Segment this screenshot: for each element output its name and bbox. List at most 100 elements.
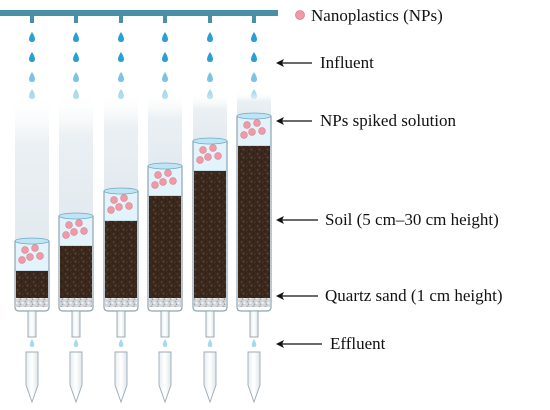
column-outlet	[71, 310, 81, 338]
quartz-sand-label: Quartz sand (1 cm height)	[325, 286, 503, 305]
influent-drop	[118, 32, 124, 42]
nanoplastic-particle	[169, 177, 177, 185]
solution-surface	[192, 137, 228, 145]
influent-drop	[207, 52, 213, 62]
column-glass	[15, 92, 49, 243]
collection-tube	[25, 351, 39, 404]
effluent-drop	[251, 339, 257, 347]
soil-layer	[194, 171, 226, 298]
column-glass	[148, 92, 182, 168]
soil-layer	[238, 146, 270, 298]
influent-drop	[162, 32, 168, 42]
collection-tube	[203, 351, 217, 404]
soil-columns	[14, 92, 272, 404]
influent-drop	[162, 52, 168, 62]
column-outlet	[116, 310, 126, 338]
influent-pipe	[0, 10, 278, 99]
soil-arrow	[276, 216, 318, 224]
influent-drop	[118, 52, 124, 62]
spiked-solution-label: NPs spiked solution	[320, 111, 457, 130]
quartz-sand-layer	[194, 298, 226, 307]
effluent-drop	[162, 339, 168, 347]
pipe-nozzle	[208, 15, 212, 23]
influent-arrow	[276, 59, 312, 67]
influent-drop	[73, 72, 79, 82]
collection-tube	[114, 351, 128, 404]
nanoplastic-particle	[21, 246, 29, 254]
effluent-arrow	[276, 340, 322, 348]
pipe-nozzle	[163, 15, 167, 23]
column-outlet	[27, 310, 37, 338]
pipe-nozzle	[252, 15, 256, 23]
soil-column	[14, 92, 50, 404]
soil-column	[147, 92, 183, 404]
nanoplastic-particle	[258, 127, 266, 135]
nanoplastic-particle	[75, 219, 83, 227]
influent-drop	[29, 52, 35, 62]
influent-drop	[207, 32, 213, 42]
nanoplastic-particle	[62, 231, 70, 239]
influent-drop	[118, 72, 124, 82]
nanoplastic-particle	[196, 156, 204, 164]
nanoplastic-particle	[199, 146, 207, 154]
soil-column	[103, 92, 139, 404]
influent-drop	[73, 52, 79, 62]
nanoplastic-particle	[31, 244, 39, 252]
soil-layer	[105, 221, 137, 298]
quartz-sand-layer	[105, 298, 137, 307]
column-glass	[104, 92, 138, 193]
nanoplastic-particle	[110, 196, 118, 204]
pipe-nozzle	[30, 15, 34, 23]
influent-drop	[251, 52, 257, 62]
nanoplastic-particle	[80, 227, 88, 235]
influent-drop	[73, 32, 79, 42]
collection-tube	[69, 351, 83, 404]
nanoplastic-particle	[214, 152, 222, 160]
effluent-drop	[207, 339, 213, 347]
solution-surface	[103, 187, 139, 195]
solution-surface	[58, 212, 94, 220]
nanoplastic-particle	[115, 203, 123, 211]
column-outlet	[249, 310, 259, 338]
soil-layer	[149, 196, 181, 298]
column-glass	[59, 92, 93, 218]
pipe-nozzle	[119, 15, 123, 23]
pipe-bar	[0, 10, 278, 16]
label-arrows	[276, 59, 322, 348]
nanoplastic-particle	[209, 144, 217, 152]
soil-layer	[60, 246, 92, 298]
solution-surface	[236, 112, 272, 120]
influent-drop	[251, 32, 257, 42]
legend-label: Nanoplastics (NPs)	[311, 6, 443, 25]
soil-label: Soil (5 cm–30 cm height)	[325, 210, 499, 229]
column-outlet	[205, 310, 215, 338]
nanoplastic-particle	[151, 181, 159, 189]
nanoplastic-particle	[204, 153, 212, 161]
solution-surface	[147, 162, 183, 170]
influent-drop	[251, 72, 257, 82]
soil-column	[58, 92, 94, 404]
column-outlet	[160, 310, 170, 338]
influent-drop	[29, 72, 35, 82]
collection-tube	[247, 351, 261, 404]
quartz-sand-layer	[238, 298, 270, 307]
effluent-drop	[118, 339, 124, 347]
quartz-sand-layer	[60, 298, 92, 307]
influent-drop	[29, 32, 35, 42]
effluent-drop	[29, 339, 35, 347]
spiked-solution-arrow	[276, 117, 312, 125]
nanoplastic-particle	[26, 253, 34, 261]
influent-label: Influent	[320, 53, 374, 72]
nanoplastic-particle	[107, 206, 115, 214]
nanoplastic-particle	[253, 119, 261, 127]
collection-tube	[158, 351, 172, 404]
nanoplastic-particle	[120, 194, 128, 202]
column-glass	[193, 92, 227, 143]
pipe-nozzle	[74, 15, 78, 23]
nanoplastic-particle	[243, 121, 251, 129]
nanoplastic-legend-marker	[295, 10, 305, 20]
effluent-label: Effluent	[330, 334, 386, 353]
soil-layer	[16, 271, 48, 298]
nanoplastic-particle	[164, 169, 172, 177]
